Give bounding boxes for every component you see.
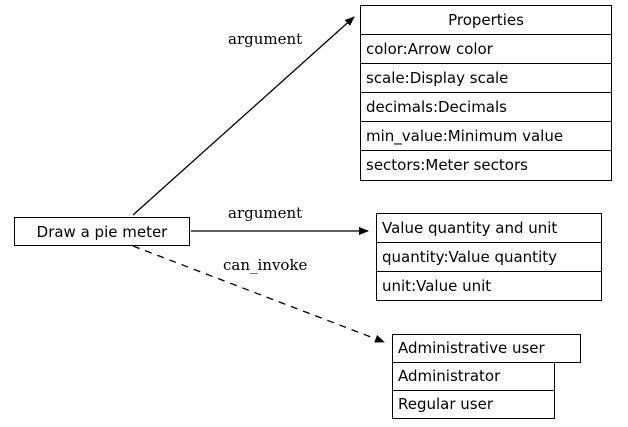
properties-field-min-value: min_value:Minimum value <box>360 121 612 151</box>
properties-header: Properties <box>360 5 612 35</box>
properties-field-decimals: decimals:Decimals <box>360 92 612 122</box>
value-quantity-field-unit: unit:Value unit <box>376 271 602 301</box>
administrative-user-field-administrator: Administrator <box>392 362 555 391</box>
edge-label-can-invoke: can_invoke <box>223 256 308 274</box>
administrative-user-field-regular-user: Regular user <box>392 390 555 419</box>
administrative-user-header: Administrative user <box>392 334 581 363</box>
node-draw-a-pie-meter[interactable]: Draw a pie meter <box>14 217 190 246</box>
properties-field-scale: scale:Display scale <box>360 63 612 93</box>
edge-label-argument-value-quantity: argument <box>228 204 303 222</box>
value-quantity-field-quantity: quantity:Value quantity <box>376 242 602 272</box>
properties-field-color: color:Arrow color <box>360 34 612 64</box>
properties-field-sectors: sectors:Meter sectors <box>360 150 612 181</box>
edge-label-argument-properties: argument <box>228 30 303 48</box>
value-quantity-header: Value quantity and unit <box>376 213 602 243</box>
